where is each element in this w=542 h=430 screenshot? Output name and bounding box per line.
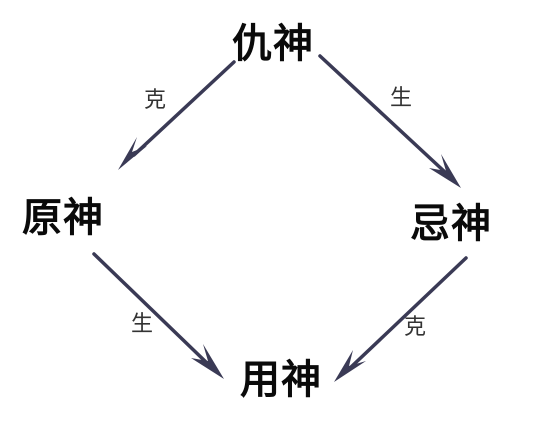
arrow-top-to-left [118,60,236,170]
relation-label-bottom-right: 克 [404,315,427,340]
node-yong-shen: 用神 [240,357,322,403]
node-chou-shen: 仇神 [232,21,314,67]
arrow-left-to-bottom [92,252,224,379]
node-ji-shen: 忌神 [410,201,492,247]
arrow-right-to-bottom [334,256,468,382]
relation-label-bottom-left: 生 [131,312,154,337]
relation-label-top-right: 生 [390,86,413,111]
node-yuan-shen: 原神 [22,195,104,241]
relation-label-top-left: 克 [144,88,167,113]
arrow-top-to-right [318,54,461,188]
